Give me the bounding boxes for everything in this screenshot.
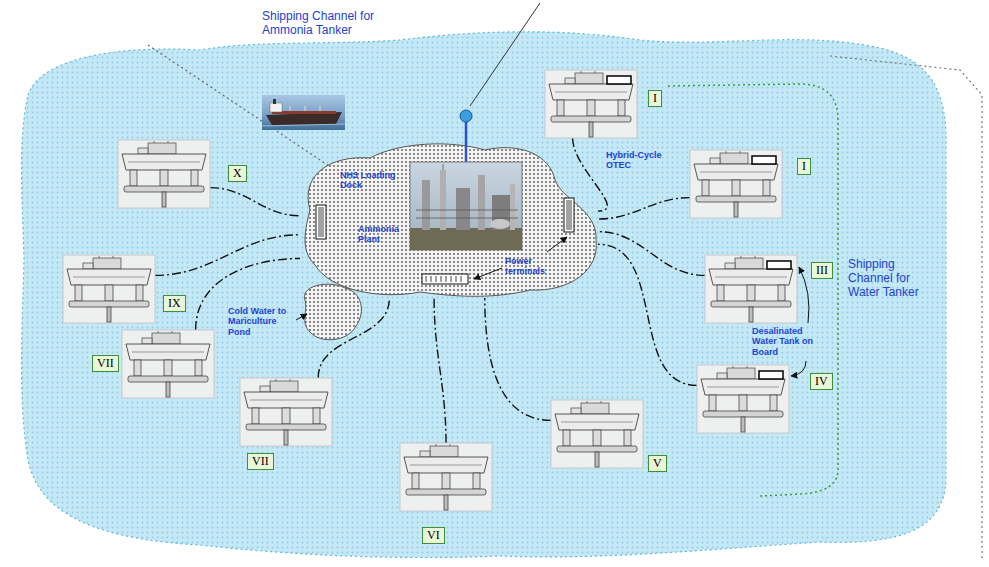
- power-terminal: [564, 198, 574, 232]
- platform-drawing: [63, 255, 155, 323]
- island-label: Ammonia Plant: [358, 224, 402, 245]
- callout-number: V: [648, 455, 667, 472]
- power-cable: [434, 298, 446, 443]
- callout-number: IX: [163, 295, 186, 312]
- otec-platform: V: [551, 400, 643, 468]
- power-cable: [155, 235, 300, 276]
- island-label: NH3 Loading Dock: [340, 170, 402, 191]
- power-cable: [573, 138, 608, 211]
- callout-number: IV: [810, 373, 833, 390]
- outer-channel-line: [830, 56, 982, 560]
- platform-drawing: [118, 140, 210, 208]
- callout-number: VII: [92, 355, 119, 372]
- water-tank: [759, 371, 783, 379]
- mariculture-pond: [304, 284, 361, 339]
- platform-drawing: [122, 330, 214, 398]
- callout-number: I: [648, 90, 662, 107]
- power-cable: [318, 298, 389, 378]
- platform-drawing: [690, 150, 782, 218]
- water-channel-line: [668, 84, 838, 496]
- power-cable: [485, 298, 551, 420]
- platform-drawing: [400, 443, 492, 511]
- channel-line: [470, 3, 540, 106]
- callout-label: Cold Water to Mariculture Pond: [228, 306, 294, 337]
- callout-number: I: [797, 158, 811, 175]
- water-tank: [767, 261, 791, 269]
- sea-area: [22, 32, 947, 558]
- otec-platform: IV: [697, 365, 789, 433]
- callout-label: Desalinated Water Tank on Board: [752, 326, 816, 357]
- water-tank: [607, 76, 631, 84]
- channel-label: Shipping Channel for Water Tanker: [848, 258, 940, 299]
- island-outline: [305, 144, 596, 296]
- ammonia-plant-island: NH3 Loading DockAmmonia PlantPower termi…: [300, 140, 598, 298]
- callout-number: VI: [422, 527, 445, 544]
- leader-arrow: [799, 267, 809, 323]
- power-cable: [598, 232, 705, 276]
- otec-platform: I: [545, 70, 637, 138]
- leader-arrow: [547, 237, 567, 252]
- otec-platform: X: [118, 140, 210, 208]
- callout-number: VII: [247, 453, 274, 470]
- power-terminal: [422, 274, 468, 284]
- water-tank: [752, 156, 776, 164]
- otec-platform: VI: [400, 443, 492, 511]
- loading-pole: [465, 122, 468, 162]
- loading-buoy: [460, 110, 472, 122]
- callout-number: X: [228, 165, 247, 182]
- power-terminal: [316, 205, 326, 239]
- platform-drawing: [551, 400, 643, 468]
- channel-label: Shipping Channel for Ammonia Tanker: [262, 10, 412, 38]
- otec-platform: III: [705, 255, 797, 323]
- power-cable: [210, 188, 300, 216]
- callout-number: III: [811, 262, 833, 279]
- leader-arrow: [474, 268, 502, 279]
- power-cable: [598, 244, 697, 385]
- callout-label: Hybrid-Cycle OTEC: [606, 150, 668, 171]
- otec-platform: VII: [122, 330, 214, 398]
- ammonia-plant-photo: [410, 162, 522, 250]
- power-cable: [598, 198, 690, 219]
- otec-platform: I: [690, 150, 782, 218]
- platform-drawing: [240, 378, 332, 446]
- otec-platform: IX: [63, 255, 155, 323]
- leader-arrow: [296, 314, 307, 320]
- ammonia-tanker: [262, 95, 345, 130]
- leader-arrow: [791, 361, 806, 376]
- platform-drawing: [697, 365, 789, 433]
- platform-drawing: [705, 255, 797, 323]
- island-label: Power terminals: [505, 256, 557, 277]
- island-shape: [300, 140, 598, 298]
- otec-platform: VII: [240, 378, 332, 446]
- platform-drawing: [545, 70, 637, 138]
